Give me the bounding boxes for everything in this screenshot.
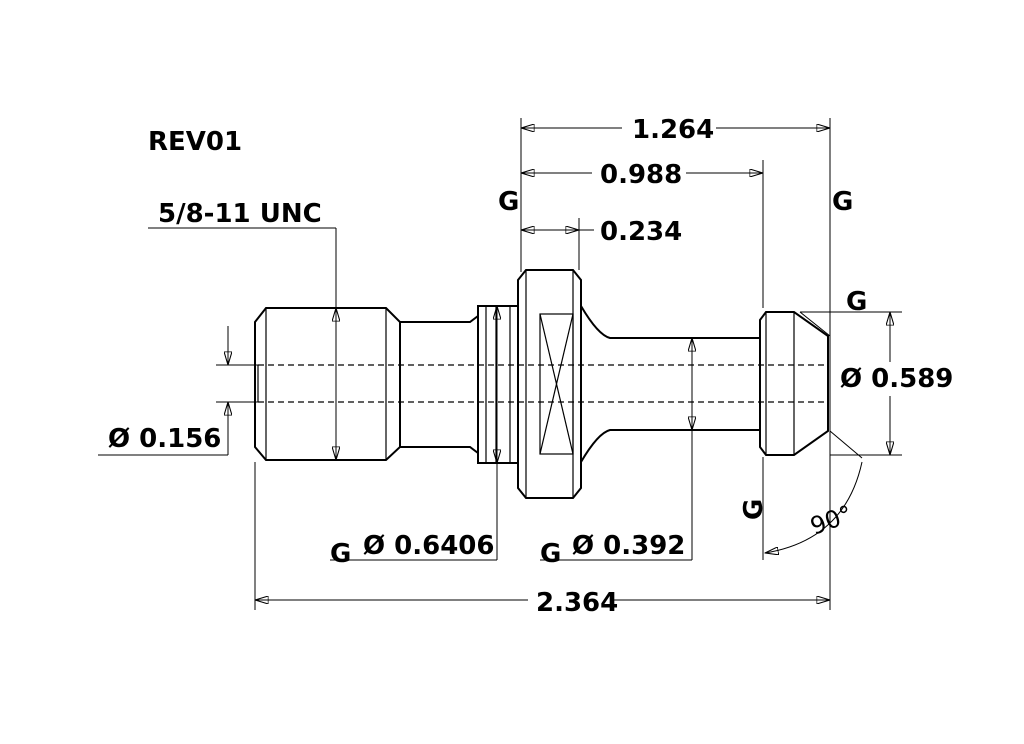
retention-knob [759, 311, 829, 456]
shank [580, 305, 761, 463]
datum-g-0392: G [540, 539, 561, 569]
thread-callout: 5/8-11 UNC [158, 199, 322, 229]
dim-0234: 0.234 [600, 217, 682, 247]
shoulder [477, 305, 519, 464]
dim-dia-0156: Ø 0.156 [108, 424, 221, 454]
datum-g-06406: G [330, 539, 351, 569]
datum-g-vertical: G [739, 499, 769, 520]
wrench-flat [539, 313, 574, 455]
drawing-labels: REV01 5/8-11 UNC 1.264 0.988 0.234 2.364… [108, 115, 953, 618]
datum-g-knob: G [846, 287, 867, 317]
pull-stud-part [254, 269, 829, 499]
dim-dia-0392: Ø 0.392 [572, 531, 685, 561]
dim-angle-90: 90° [807, 500, 857, 541]
revision-label: REV01 [148, 127, 242, 157]
threaded-section [254, 307, 401, 461]
dim-2364: 2.364 [536, 588, 618, 618]
datum-g-left-top: G [498, 187, 519, 217]
dim-0988: 0.988 [600, 160, 682, 190]
dimension-lines [98, 118, 902, 610]
dim-dia-06406: Ø 0.6406 [363, 531, 495, 561]
flange [517, 269, 582, 499]
dim-dia-0589: Ø 0.589 [840, 364, 953, 394]
datum-g-right-top: G [832, 187, 853, 217]
dim-1264: 1.264 [632, 115, 714, 145]
relief-neck [400, 314, 479, 455]
